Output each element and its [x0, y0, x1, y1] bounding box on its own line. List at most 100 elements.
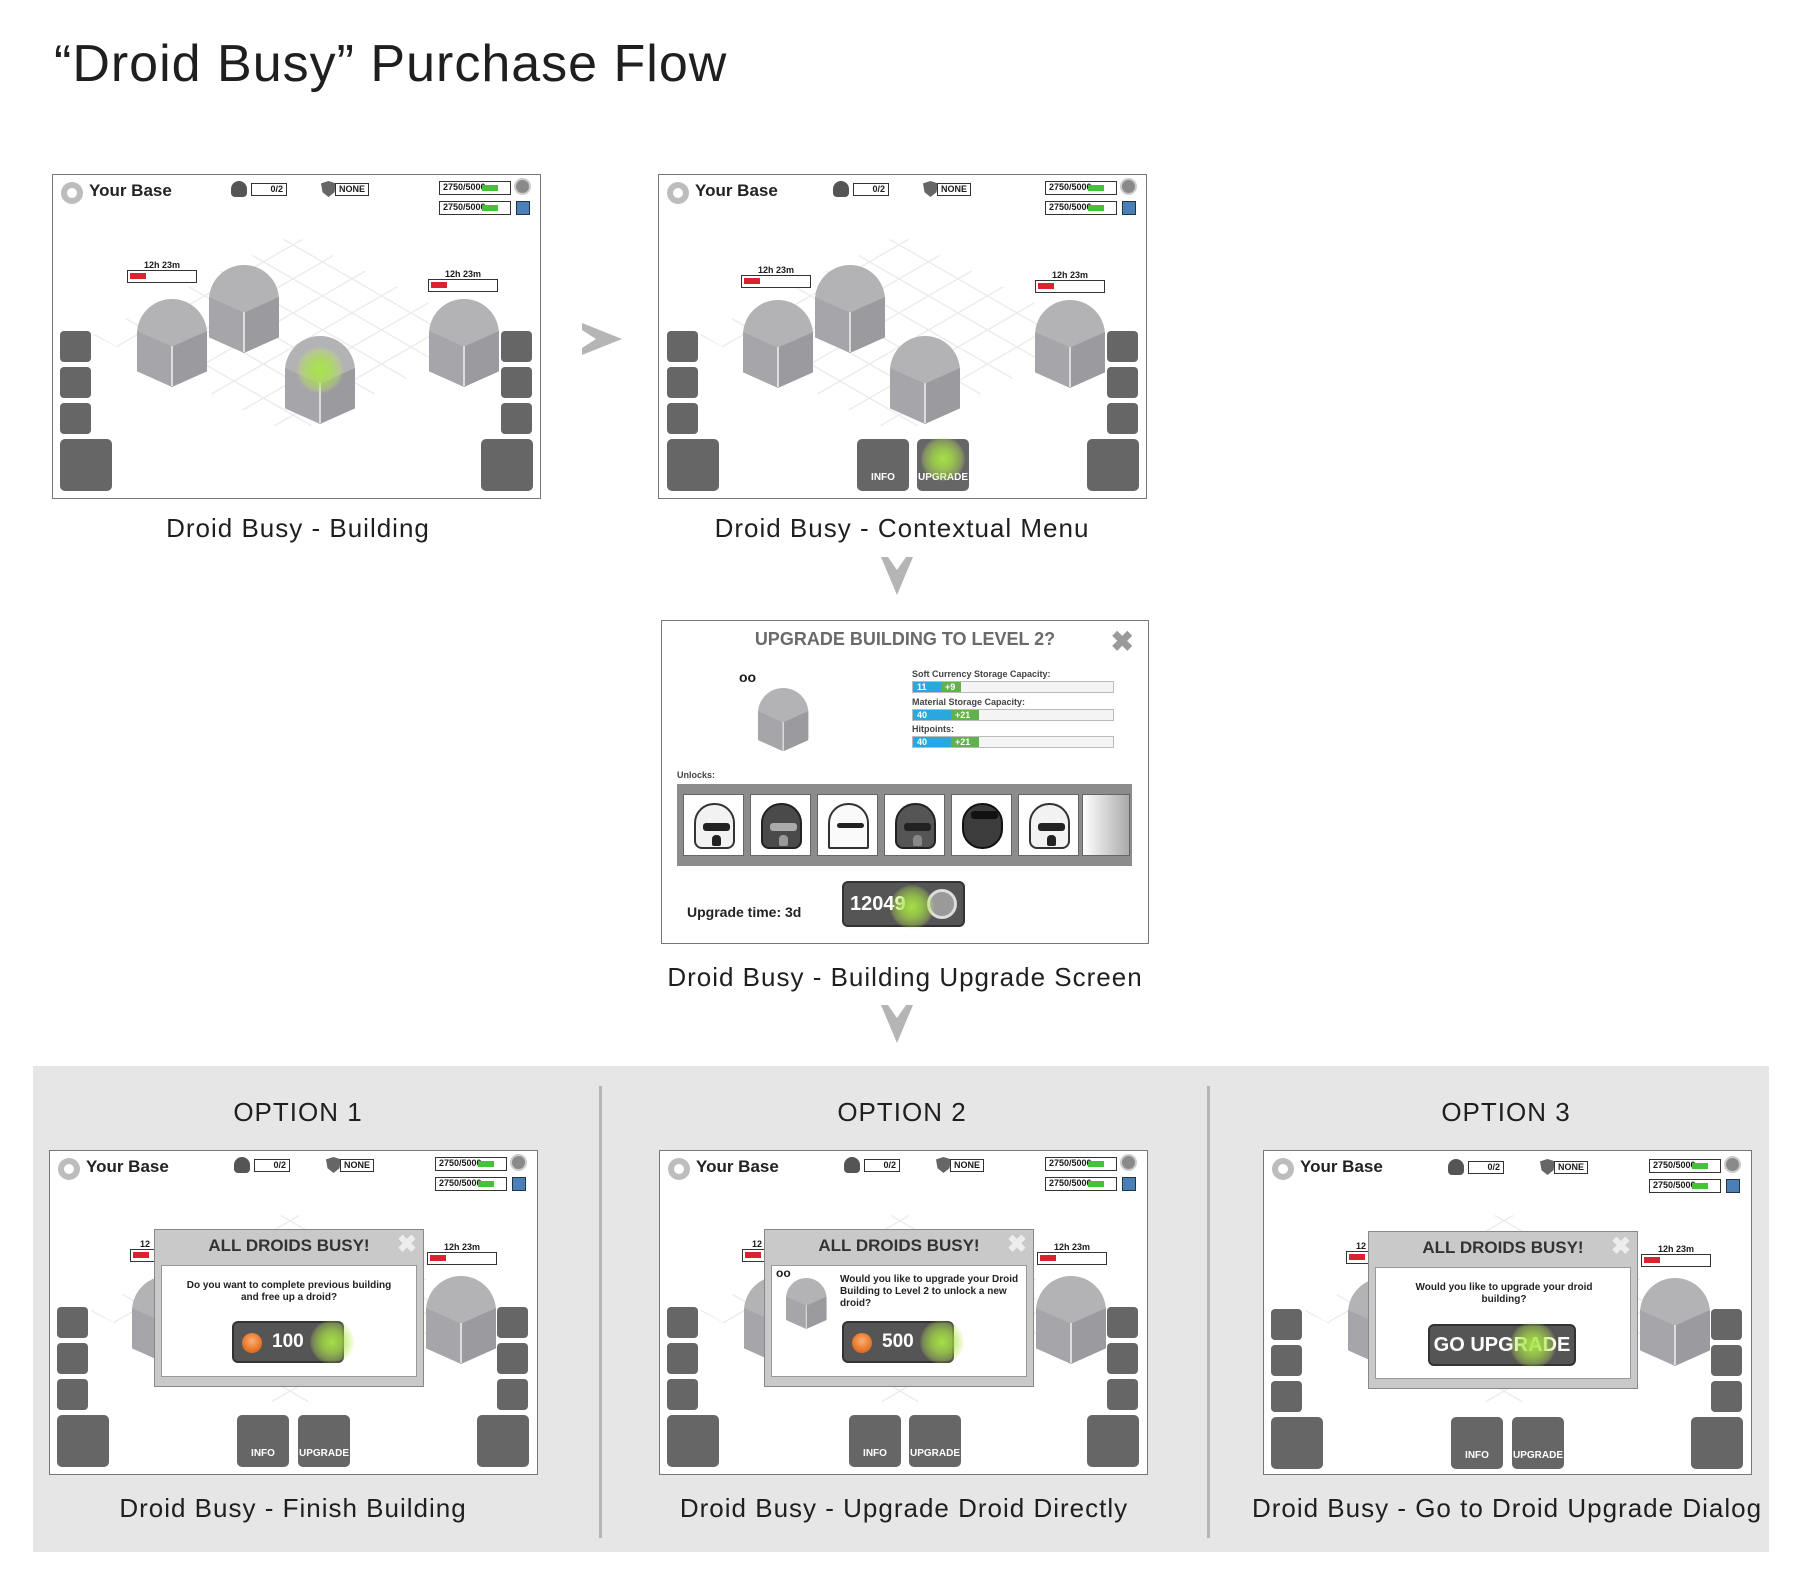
corner-button[interactable] [481, 439, 533, 491]
side-button[interactable] [667, 367, 698, 398]
info-button[interactable]: INFO [1451, 1417, 1503, 1469]
side-button[interactable] [501, 403, 532, 434]
dialog-title: ALL DROIDS BUSY! [1422, 1238, 1584, 1257]
building[interactable] [1035, 300, 1105, 388]
side-button[interactable] [1107, 403, 1138, 434]
building[interactable] [429, 299, 499, 387]
building-preview [758, 688, 809, 752]
caption-upgrade-screen: Droid Busy - Building Upgrade Screen [667, 962, 1143, 992]
helmet-icon [962, 803, 1003, 849]
side-button[interactable] [497, 1379, 528, 1410]
corner-button[interactable] [60, 439, 112, 491]
building[interactable] [1640, 1278, 1710, 1366]
corner-button[interactable] [667, 439, 719, 491]
unlock-item[interactable] [951, 794, 1012, 856]
unlock-item[interactable] [750, 794, 811, 856]
side-button[interactable] [1711, 1381, 1742, 1412]
close-icon[interactable]: ✖ [1610, 1233, 1631, 1260]
stat-bonus: +21 [951, 710, 979, 720]
material-value: 2750/5000 [1049, 1178, 1092, 1188]
droid-building[interactable] [890, 336, 960, 424]
droid-icon [844, 1157, 860, 1173]
side-button[interactable] [667, 403, 698, 434]
dialog-message: Would you like to upgrade your Droid Bui… [840, 1274, 1019, 1309]
side-button[interactable] [1107, 367, 1138, 398]
info-button[interactable]: INFO [237, 1415, 289, 1467]
side-button[interactable] [57, 1379, 88, 1410]
building[interactable] [1036, 1276, 1106, 1364]
droids-busy-dialog: ALL DROIDS BUSY! ✖ Would you like to upg… [1368, 1231, 1638, 1389]
side-button[interactable] [667, 1379, 698, 1410]
unlocks-label: Unlocks: [677, 770, 716, 780]
side-button[interactable] [1711, 1309, 1742, 1340]
side-button[interactable] [1107, 1379, 1138, 1410]
close-icon[interactable]: ✖ [396, 1231, 417, 1258]
unlock-item[interactable] [1018, 794, 1079, 856]
unlock-item[interactable] [884, 794, 945, 856]
tap-indicator-icon [310, 1320, 354, 1364]
unlock-item[interactable] [817, 794, 878, 856]
timer-fill [133, 1252, 149, 1258]
gem-cost: 500 [882, 1331, 914, 1352]
corner-button[interactable] [477, 1415, 529, 1467]
unlock-item[interactable] [683, 794, 744, 856]
side-button[interactable] [1107, 1307, 1138, 1338]
tap-indicator-icon [1510, 1322, 1556, 1368]
material-meter: 2750/5000 [435, 1177, 507, 1191]
corner-button[interactable] [57, 1415, 109, 1467]
corner-button[interactable] [667, 1415, 719, 1467]
corner-button[interactable] [1087, 439, 1139, 491]
upgrade-button[interactable]: UPGRADE [298, 1415, 350, 1467]
side-button[interactable] [497, 1343, 528, 1374]
side-button[interactable] [1107, 1343, 1138, 1374]
side-button[interactable] [1271, 1345, 1302, 1376]
side-button[interactable] [501, 367, 532, 398]
timer-label: 12h 23m [1051, 270, 1089, 280]
dialog-body: oo Would you like to upgrade your Droid … [771, 1265, 1027, 1377]
close-icon[interactable]: ✖ [1110, 626, 1134, 657]
option-heading: OPTION 1 [233, 1097, 363, 1127]
building[interactable] [209, 265, 279, 353]
stat-label: Soft Currency Storage Capacity: [912, 669, 1051, 679]
currency-bar [482, 185, 498, 191]
info-button[interactable]: INFO [857, 439, 909, 491]
side-button[interactable] [497, 1307, 528, 1338]
shield-icon [321, 181, 336, 197]
coin-icon [1120, 178, 1137, 195]
side-button[interactable] [60, 331, 91, 362]
building[interactable] [815, 265, 885, 353]
side-button[interactable] [60, 367, 91, 398]
corner-button[interactable] [1691, 1417, 1743, 1469]
stat-base: 11 [913, 682, 941, 692]
unlock-strip [677, 784, 1132, 866]
close-icon[interactable]: ✖ [1006, 1231, 1027, 1258]
side-button[interactable] [667, 1307, 698, 1338]
option-heading: OPTION 2 [837, 1097, 967, 1127]
timer-fill [130, 273, 146, 279]
shield-icon [936, 1157, 951, 1173]
upgrade-button[interactable]: UPGRADE [1512, 1417, 1564, 1469]
currency-meter: 2750/5000 [1045, 181, 1117, 195]
side-button[interactable] [57, 1307, 88, 1338]
corner-button[interactable] [1087, 1415, 1139, 1467]
upgrade-button[interactable]: UPGRADE [909, 1415, 961, 1467]
building[interactable] [137, 299, 207, 387]
dialog-title: ALL DROIDS BUSY! [818, 1236, 980, 1255]
side-button[interactable] [1271, 1381, 1302, 1412]
build-timer: 12h 23m [1035, 270, 1105, 293]
side-button[interactable] [501, 331, 532, 362]
timer-fill [745, 1252, 761, 1258]
corner-button[interactable] [1271, 1417, 1323, 1469]
building[interactable] [426, 1276, 496, 1364]
side-button[interactable] [667, 331, 698, 362]
info-button[interactable]: INFO [849, 1415, 901, 1467]
building[interactable] [743, 300, 813, 388]
screen-building: Your Base 0/2 NONE 2750/5000 2750/5000 1… [52, 174, 541, 499]
side-button[interactable] [667, 1343, 698, 1374]
side-button[interactable] [1711, 1345, 1742, 1376]
side-button[interactable] [57, 1343, 88, 1374]
side-button[interactable] [1107, 331, 1138, 362]
side-button[interactable] [60, 403, 91, 434]
droids-busy-dialog: ALL DROIDS BUSY! ✖ oo Would you like to … [764, 1229, 1034, 1387]
side-button[interactable] [1271, 1309, 1302, 1340]
